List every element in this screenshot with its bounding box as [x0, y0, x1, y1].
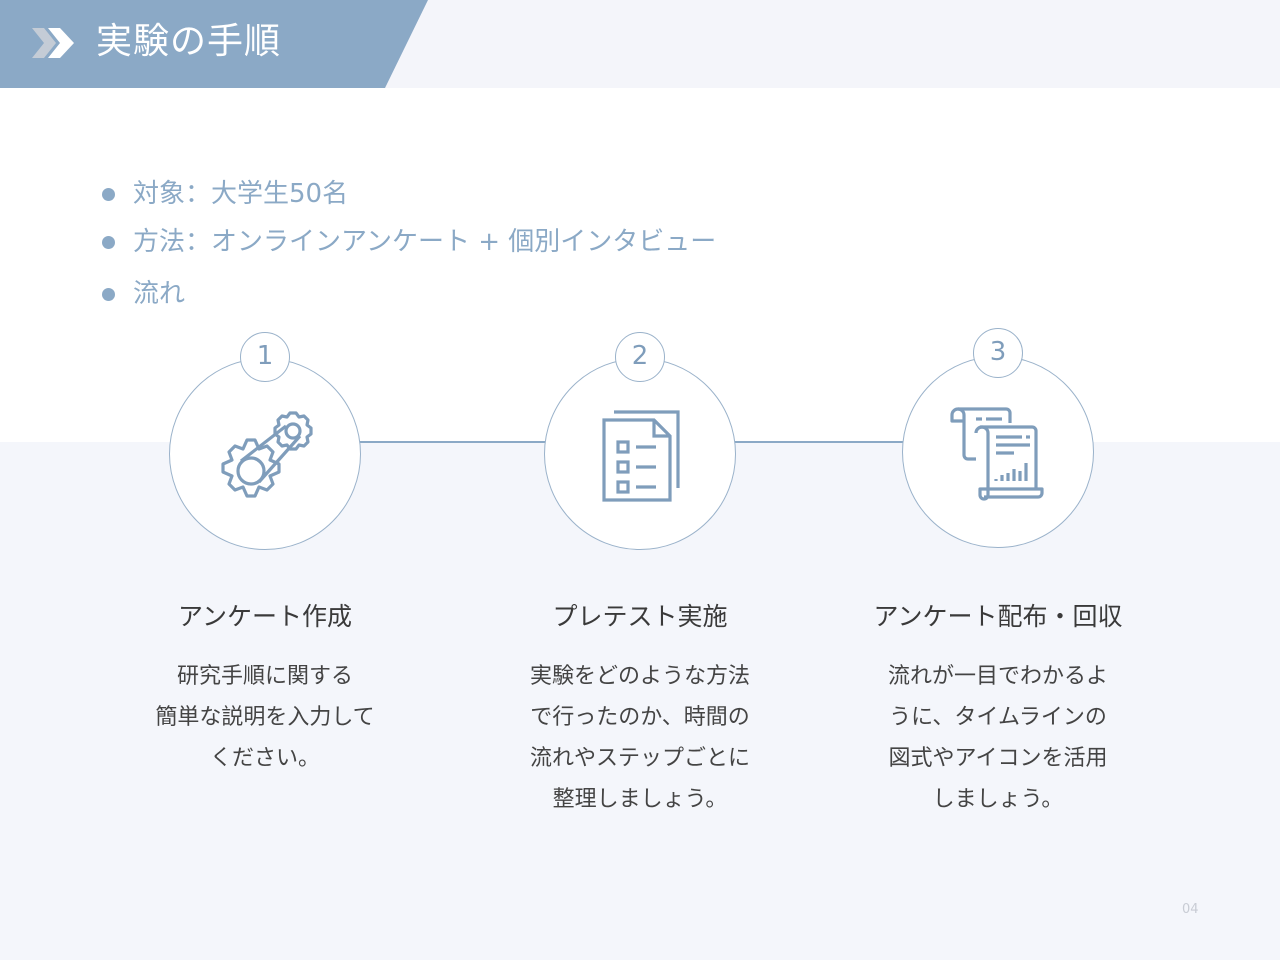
- step-2-title: プレテスト実施: [552, 602, 728, 631]
- step-2-circle: [544, 358, 736, 550]
- step-1-desc-line-3: ください。: [209, 746, 320, 771]
- step-3-desc-line-2: うに、タイムラインの: [889, 705, 1107, 730]
- step-3-number: 3: [973, 328, 1023, 378]
- page-number: 04: [1182, 902, 1199, 917]
- step-2-desc-line-4: 整理しましょう。: [552, 787, 728, 812]
- bullet-item-flow: 流れ: [102, 270, 716, 318]
- step-1-title: アンケート作成: [177, 602, 352, 631]
- bullet-item-method: 方法：オンラインアンケート + 個別インタビュー: [102, 218, 716, 266]
- page-title: 実験の手順: [96, 21, 282, 62]
- step-1-number: 1: [240, 332, 290, 382]
- step-1-desc-line-2: 簡単な説明を入力して: [155, 705, 375, 730]
- step-3-desc-line-4: しましょう。: [932, 787, 1064, 812]
- double-chevron-right-icon: [32, 28, 74, 58]
- bullet-list: 対象：大学生50名 方法：オンラインアンケート + 個別インタビュー 流れ: [102, 170, 716, 318]
- step-2-number: 2: [615, 332, 665, 382]
- step-2-desc-line-3: 流れやステップごとに: [529, 746, 750, 771]
- step-3-title: アンケート配布・回収: [873, 602, 1123, 631]
- step-2-desc-line-2: で行ったのか、時間の: [530, 705, 750, 730]
- gears-belt-icon: [221, 411, 313, 498]
- checklist-document-icon: [602, 410, 680, 502]
- timeline-connector-2-3: [734, 441, 904, 443]
- step-1-desc-line-1: 研究手順に関する: [176, 664, 353, 689]
- step-1-description: 研究手順に関する簡単な説明を入力してください。: [115, 656, 415, 779]
- bullet-item-target: 対象：大学生50名: [102, 170, 716, 218]
- timeline-connector-1-2: [360, 441, 546, 443]
- step-1-circle: [169, 358, 361, 550]
- step-2-desc-line-1: 実験をどのような方法: [529, 664, 750, 689]
- step-3-description: 流れが一目でわかるように、タイムラインの図式やアイコンを活用しましょう。: [848, 656, 1148, 820]
- step-2-description: 実験をどのような方法で行ったのか、時間の流れやステップごとに整理しましょう。: [490, 656, 790, 820]
- step-3-desc-line-3: 図式やアイコンを活用: [888, 746, 1108, 771]
- report-scroll-icon: [950, 407, 1044, 501]
- step-3-desc-line-1: 流れが一目でわかるよ: [887, 664, 1108, 689]
